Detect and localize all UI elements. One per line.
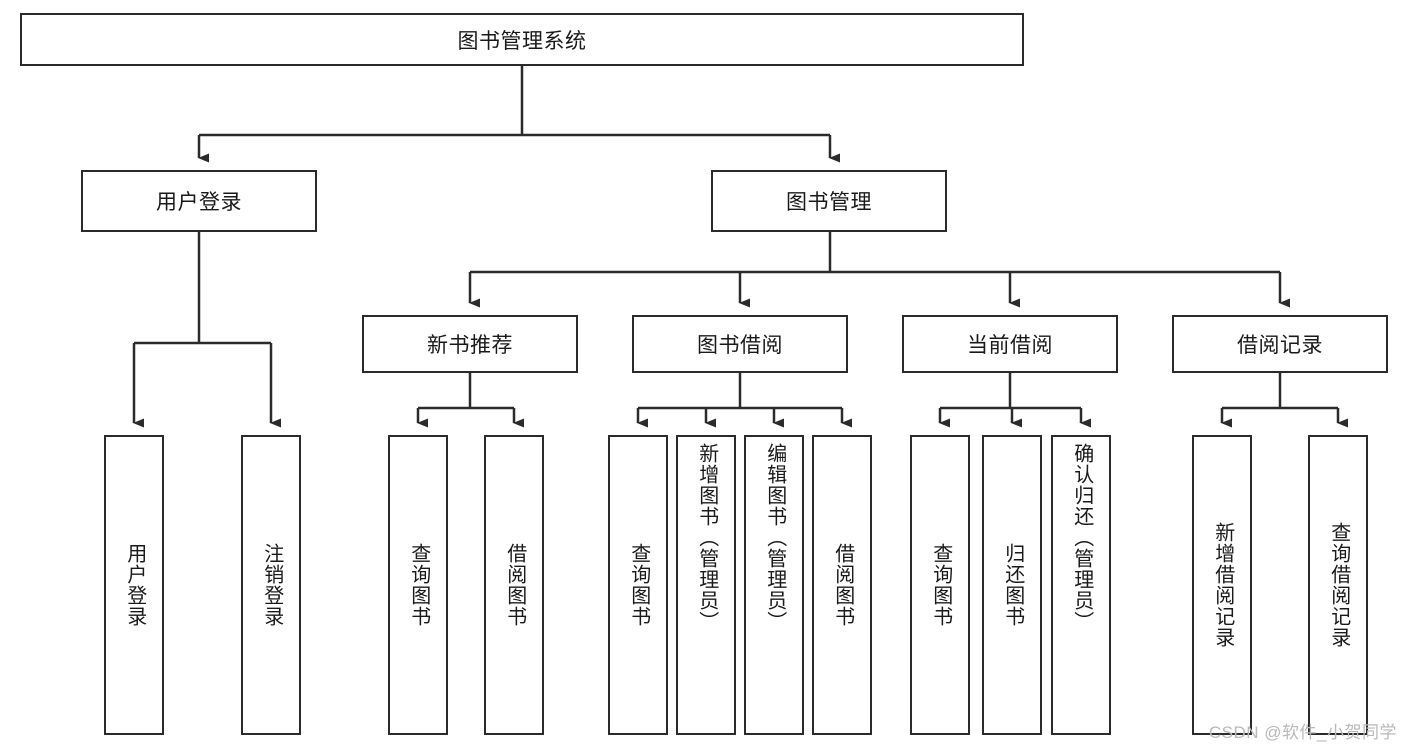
root-to-level2-connectors (197, 66, 840, 163)
leaf-node-label: 编辑图书（管理员） (763, 443, 786, 632)
leaf-node-label: 注销登录 (260, 543, 283, 627)
node-label: 当前借阅 (967, 334, 1053, 357)
leaf-node-label: 归还图书 (1001, 543, 1024, 627)
leaf-node-label: 查询图书 (407, 543, 430, 627)
leaf-node-编辑图书管理员[interactable]: 编辑图书（管理员） (744, 435, 804, 735)
leaf-node-label: 确认归还（管理员） (1070, 443, 1093, 632)
borrowbooks-to-leaves-connectors (636, 373, 852, 428)
userlogin-to-leaves-connectors (132, 232, 281, 428)
node-借阅记录[interactable]: 借阅记录 (1172, 315, 1388, 373)
node-label: 借阅记录 (1237, 334, 1323, 357)
leaf-node-查询图书[interactable]: 查询图书 (608, 435, 668, 735)
leaf-node-新增图书管理员[interactable]: 新增图书（管理员） (676, 435, 736, 735)
node-label: 图书借阅 (697, 334, 783, 357)
leaf-node-label: 查询借阅记录 (1327, 522, 1350, 648)
leaf-node-查询图书[interactable]: 查询图书 (388, 435, 448, 735)
node-新书推荐[interactable]: 新书推荐 (362, 315, 578, 373)
leaf-node-label: 新增借阅记录 (1211, 522, 1234, 648)
leaf-node-归还图书[interactable]: 归还图书 (982, 435, 1042, 735)
leaf-node-查询借阅记录[interactable]: 查询借阅记录 (1308, 435, 1368, 735)
leaf-node-确认归还管理员[interactable]: 确认归还（管理员） (1051, 435, 1111, 735)
leaf-node-label: 查询图书 (929, 543, 952, 627)
leaf-node-借阅图书[interactable]: 借阅图书 (812, 435, 872, 735)
node-label: 图书管理系统 (457, 29, 587, 53)
leaf-node-借阅图书[interactable]: 借阅图书 (484, 435, 544, 735)
node-图书管理[interactable]: 图书管理 (711, 170, 947, 232)
node-图书借阅[interactable]: 图书借阅 (632, 315, 848, 373)
node-root-library-management-system[interactable]: 图书管理系统 (20, 13, 1024, 66)
borrowrecord-to-leaves-connectors (1220, 373, 1348, 428)
newbooks-to-leaves-connectors (416, 373, 524, 428)
leaf-node-查询图书[interactable]: 查询图书 (910, 435, 970, 735)
watermark-credit: CSDN @软件_小贺同学 (1208, 723, 1397, 742)
leaf-node-新增借阅记录[interactable]: 新增借阅记录 (1192, 435, 1252, 735)
leaf-node-注销登录[interactable]: 注销登录 (241, 435, 301, 735)
leaf-node-label: 借阅图书 (503, 543, 526, 627)
leaf-node-label: 借阅图书 (831, 543, 854, 627)
leaf-node-label: 新增图书（管理员） (695, 443, 718, 632)
node-label: 图书管理 (786, 191, 872, 214)
node-label: 新书推荐 (427, 334, 513, 357)
currentborrow-to-leaves-connectors (938, 373, 1091, 428)
booksmgmt-to-level3-connectors (468, 232, 1290, 308)
node-用户登录[interactable]: 用户登录 (81, 170, 317, 232)
leaf-node-用户登录[interactable]: 用户登录 (104, 435, 164, 735)
node-label: 用户登录 (156, 191, 242, 214)
leaf-node-label: 用户登录 (123, 543, 146, 627)
node-当前借阅[interactable]: 当前借阅 (902, 315, 1118, 373)
leaf-node-label: 查询图书 (627, 543, 650, 627)
